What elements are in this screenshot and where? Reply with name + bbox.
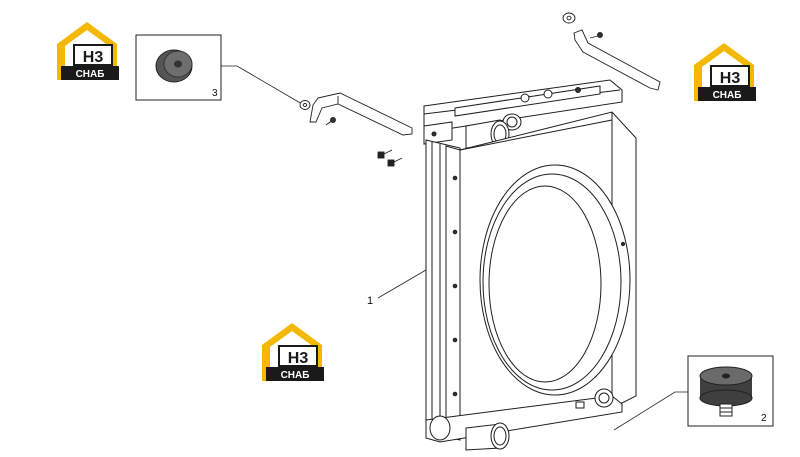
logo-caption: СНАБ <box>713 90 742 101</box>
bracket-left-icon <box>309 92 413 136</box>
bolt-icon <box>325 117 336 126</box>
leader-line-2 <box>613 391 688 431</box>
logo-letters: H3 <box>288 350 309 367</box>
radiator-assembly-icon <box>423 79 637 451</box>
logo-letters: H3 <box>720 70 741 87</box>
callout-3: 3 <box>212 88 218 99</box>
brand-logo-top-right: H3 СНАБ <box>694 43 756 101</box>
bolt-icon <box>589 32 603 39</box>
rubber-washer-icon <box>155 49 193 83</box>
bolt-icon <box>387 157 403 167</box>
bracket-right-icon <box>573 29 661 91</box>
detail-box-washer: 3 <box>135 34 222 101</box>
callout-1: 1 <box>367 295 373 307</box>
callout-2: 2 <box>761 413 767 424</box>
bolt-icon <box>377 149 393 159</box>
brand-logo-center: H3 СНАБ <box>262 323 324 381</box>
brand-logo-top-left: H3 СНАБ <box>57 22 119 80</box>
bracket-right-assembly <box>562 12 661 91</box>
detail-box-mount: 2 <box>687 355 774 427</box>
leader-line-3 <box>221 65 303 105</box>
rubber-mount-icon <box>699 366 753 417</box>
logo-caption: СНАБ <box>76 69 105 80</box>
logo-letters: H3 <box>83 49 104 66</box>
logo-caption: СНАБ <box>281 370 310 381</box>
bracket-left-assembly <box>299 92 413 167</box>
leader-line-1 <box>377 269 427 299</box>
